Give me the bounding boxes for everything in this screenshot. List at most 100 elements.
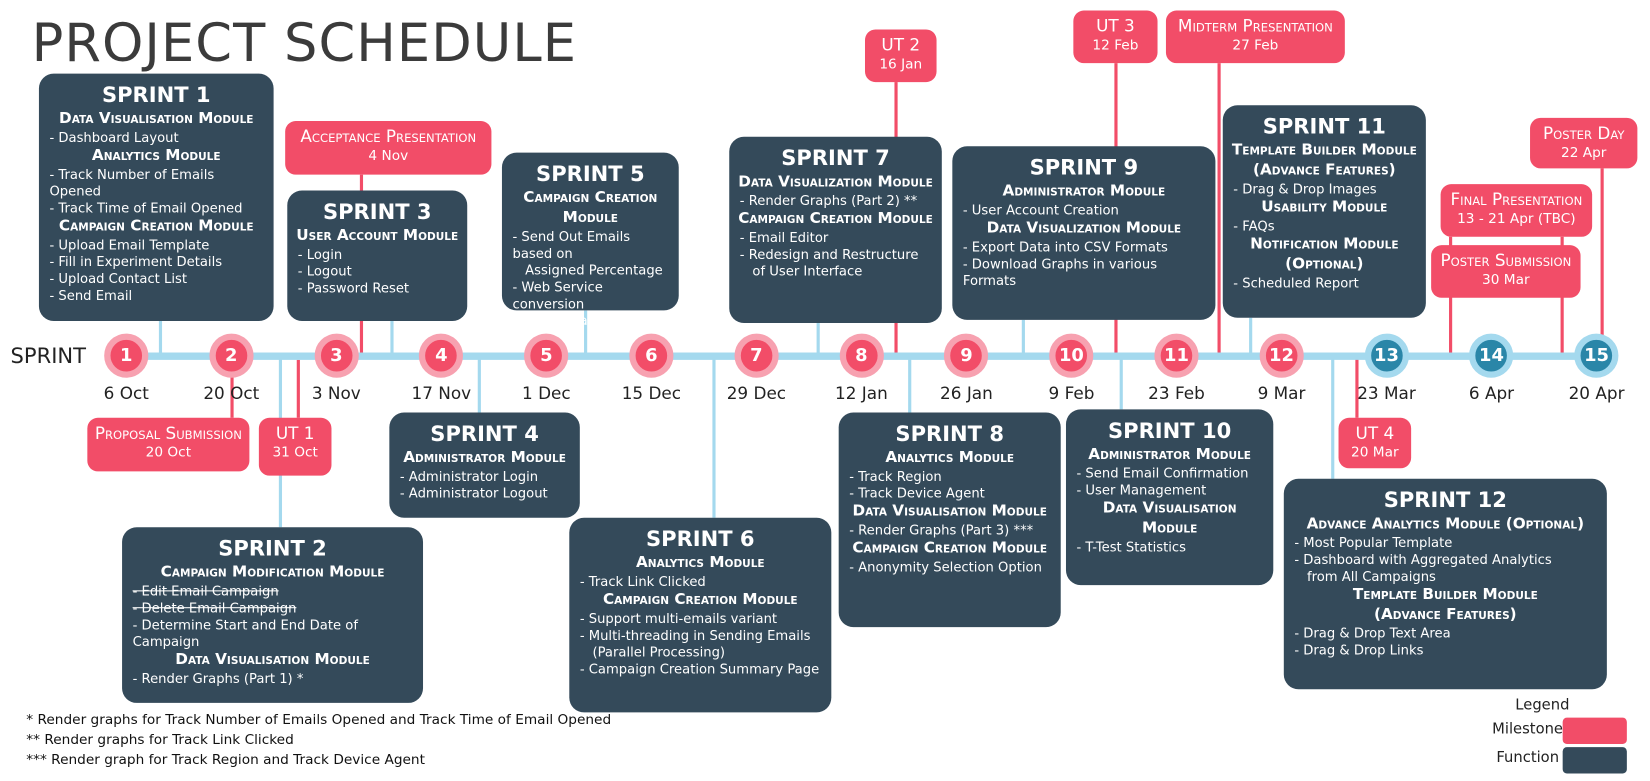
task-item: - Export Data into CSV Formats [962,238,1168,255]
sprint-marker-15: 15 [1574,333,1619,378]
task-item: - Send Email [49,287,133,304]
task-item: - Anonymity Selection Option [849,558,1042,575]
sprint-date: 29 Dec [726,383,787,404]
task-item: - Login [297,246,343,263]
sprint-marker-5: 5 [524,333,569,378]
milestone-title: Acceptance Presentation [300,126,477,147]
sprint-date: 9 Feb [1048,383,1095,404]
sprint-connector [1249,317,1253,356]
task-item: - Administrator Login [399,468,539,485]
module-heading: Template Builder Module [1352,586,1538,603]
milestone-title: Final Presentation [1450,189,1583,210]
module-heading: Analytics Module [635,554,765,572]
task-item: - Delete Email Campaign [132,599,297,616]
task-item: - T-Test Statistics [1076,538,1187,555]
legend-milestone-swatch [1562,717,1627,744]
task-item: - Render Graphs (Part 2) ** [739,192,918,209]
sprint-date: 1 Dec [522,383,571,404]
task-item: - Render Graphs (Part 1) * [132,670,304,687]
sprint-marker-14: 14 [1469,333,1514,378]
sprint-box-title: SPRINT 8 [895,420,1004,447]
sprint-box-title: SPRINT 2 [218,535,327,561]
module-heading: Template Builder Module [1231,142,1417,159]
sprint-box-title: SPRINT 6 [646,526,755,552]
sprint-date: 15 Dec [621,383,682,404]
module-heading: Data Visualisation Module [175,651,370,669]
task-item: - FAQs [1233,217,1275,234]
sprint-marker-9: 9 [944,333,989,378]
task-item: - Dashboard Layout [49,129,179,146]
task-item: - Upload Email Template [49,236,210,253]
footnote: * Render graphs for Track Number of Emai… [26,712,612,729]
milestone-date: 13 - 21 Apr (TBC) [1457,211,1576,228]
legend-function-swatch [1562,747,1627,774]
axis-label: SPRINT [10,343,87,369]
task-item: - Track Region [849,468,942,485]
module-heading: Data Visualisation Module [852,502,1047,520]
milestone-date: 30 Mar [1482,272,1530,289]
module-heading: Campaign Creation Module [58,217,254,235]
module-heading: Campaign Creation Module [523,189,658,227]
task-item: - Fill in Experiment Details [49,253,223,270]
task-item: - User Management [1076,481,1207,498]
module-heading: Campaign Creation Module [602,591,798,609]
module-heading: Notification Module [1250,235,1399,253]
sprint-connector [477,355,481,413]
task-item: - Render Graphs (Part 3) *** [849,521,1034,538]
task-item: - Multi-threading in Sending Emails [579,627,811,643]
sprint-box-title: SPRINT 4 [430,420,539,447]
sprint-box-title: SPRINT 5 [536,161,645,187]
task-item: (Parallel Processing) [592,644,726,660]
sprint-box-title: SPRINT 3 [322,198,432,225]
task-item: - Track Device Agent [849,485,985,501]
module-heading: (Optional) [1285,255,1364,273]
sprint-date: 3 Nov [311,383,361,404]
sprint-marker-12: 12 [1259,333,1304,378]
sprint-date: 17 Nov [411,383,472,404]
sprint-date: 9 Mar [1257,383,1306,404]
milestone-date: 31 Oct [272,445,318,461]
milestone-connector [296,359,300,418]
milestone-date: 16 Jan [879,56,923,73]
sprint-connector [712,355,716,518]
footnote: *** Render graph for Track Region and Tr… [26,752,425,769]
task-item: - Drag & Drop Text Area [1294,625,1451,641]
sprint-marker-7: 7 [734,333,779,378]
sprint-connector [584,310,588,356]
milestone-title: Poster Submission [1440,250,1572,271]
sprint-marker-1: 1 [104,333,149,378]
module-heading: (Advance Features) [1252,162,1396,179]
module-heading: Campaign Creation Module [738,210,933,228]
sprint-box-title: SPRINT 9 [1029,154,1139,180]
module-heading: Administrator Module [1088,446,1251,464]
milestone-connector [1600,168,1604,356]
task-item: - Upload Contact List [49,270,188,287]
milestone-date: 27 Feb [1232,37,1279,54]
milestone-title: Midterm Presentation [1177,15,1333,36]
task-item: - Support multi-emails variant [579,610,778,627]
module-heading: Administrator Module [1002,183,1166,200]
module-heading: Data Visualisation Module [59,110,254,128]
milestone-date: 12 Feb [1092,37,1139,54]
milestone-title: Poster Day [1542,123,1625,144]
sprint-date: 6 Oct [103,383,149,404]
task-item: of User Interface [752,263,863,279]
sprint-marker-4: 4 [419,333,464,378]
sprint-connector [1331,355,1335,479]
task-item: - Send Out Emails based on [512,228,631,261]
